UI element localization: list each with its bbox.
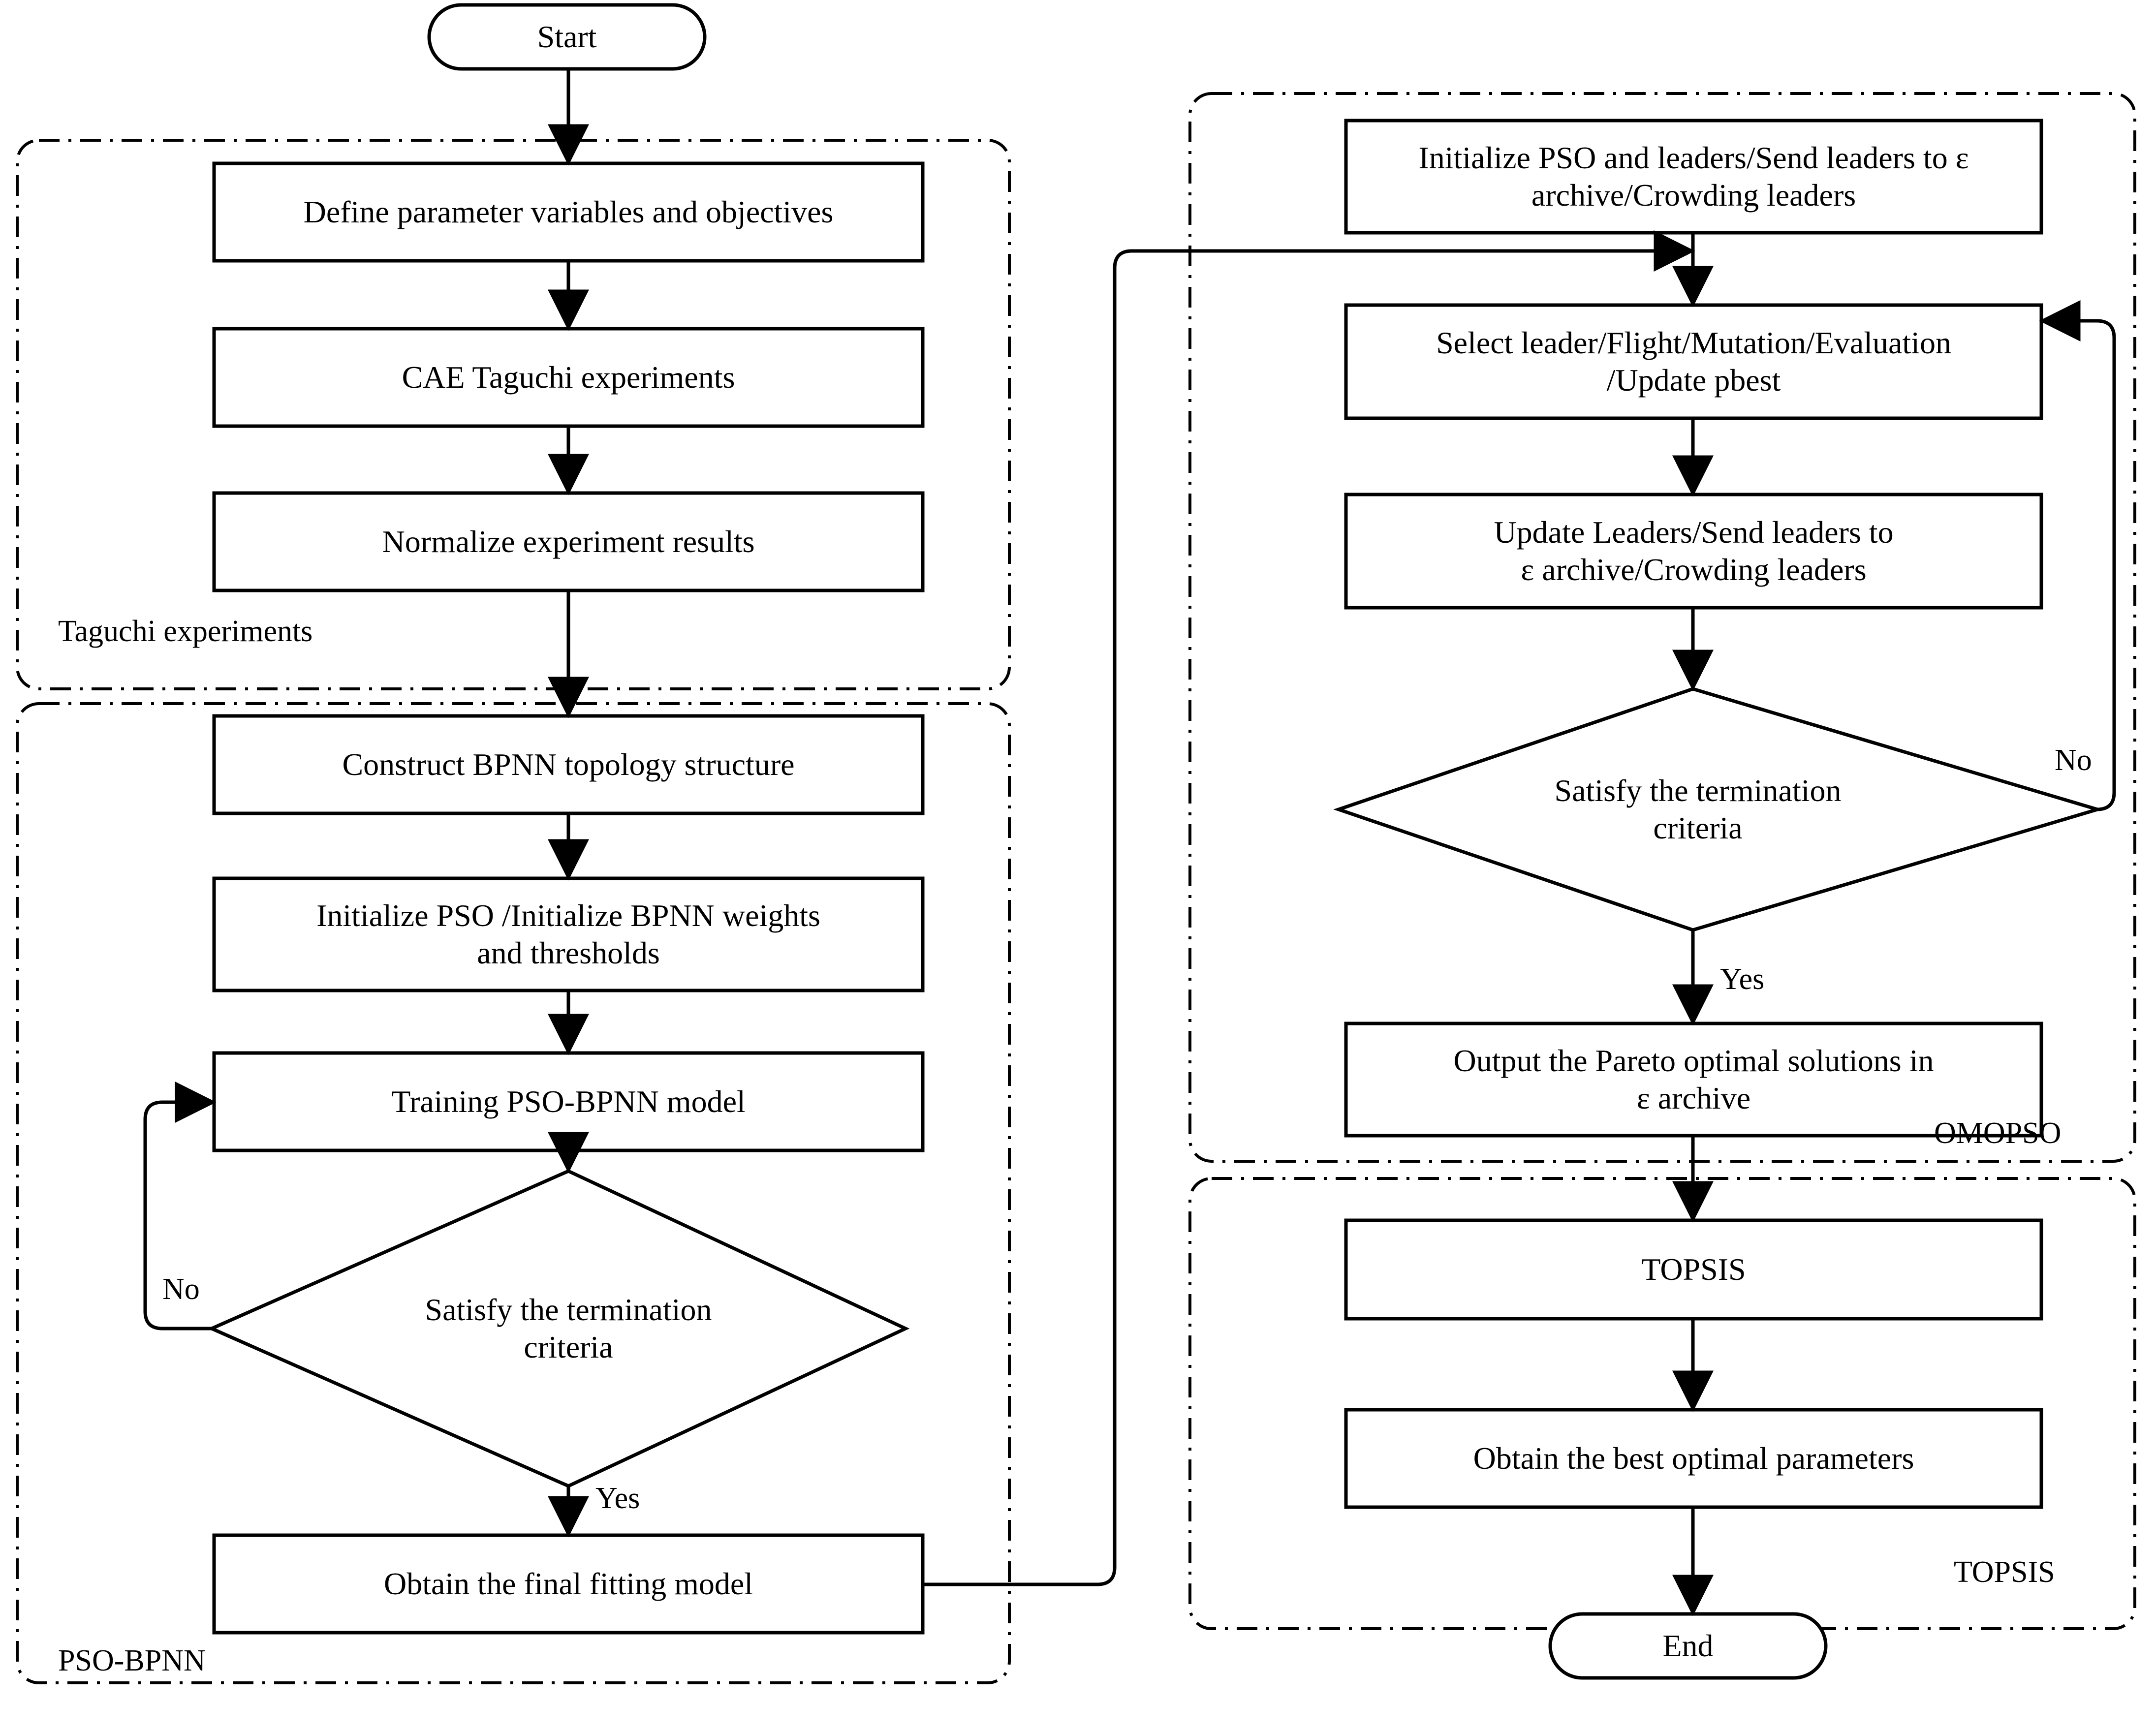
shape-best-params [1344,1408,2043,1509]
group-label-taguchi: Taguchi experiments [58,615,313,648]
shape-normalize [212,491,925,592]
shape-topsis [1344,1218,2043,1321]
shape-update-leaders [1344,493,2043,610]
edge-bpnn-no-loop [143,1082,217,1331]
shape-output-pareto [1344,1022,2043,1138]
group-label-pso-bpnn: PSO-BPNN [58,1644,206,1677]
group-box-omopso [1188,92,2136,1163]
edge-label-bpnn-yes: Yes [595,1482,640,1515]
group-box-taguchi [16,139,1011,690]
group-label-omopso: OMOPSO [1934,1116,2062,1150]
shape-select-leader [1344,303,2043,420]
edge-final-model-to-omopso [923,230,1695,1586]
shape-decision-bpnn [207,1169,910,1488]
shape-decision-omopso [1333,687,2104,932]
edge-label-omopso-no: No [2055,743,2092,777]
shape-construct [212,714,925,815]
group-label-topsis: TOPSIS [1954,1555,2055,1589]
shape-cae [212,327,925,428]
edge-label-omopso-yes: Yes [1720,962,1765,996]
edge-omopso-no-loop [2039,300,2116,811]
group-box-pso-bpnn [16,702,1011,1684]
shape-start [427,3,707,71]
shape-training [212,1051,925,1152]
shape-init-omopso [1344,119,2043,235]
shape-init-pso-bpnn [212,876,925,992]
edge-label-bpnn-no: No [162,1272,200,1306]
shape-end [1548,1612,1828,1680]
shape-define [212,161,925,263]
shape-final-model [212,1533,925,1635]
